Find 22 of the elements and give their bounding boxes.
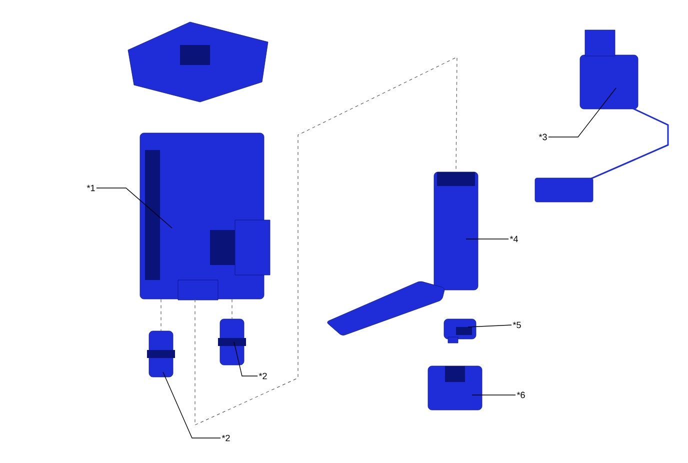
- leader-line: [96, 188, 172, 228]
- leader-line: [472, 394, 516, 396]
- callout-number: *6: [516, 392, 525, 398]
- callout-number: *1: [86, 184, 95, 192]
- fuel-sender-gauge-drawing: [534, 30, 669, 202]
- leader-line: [466, 238, 509, 240]
- callout-number: *2: [258, 372, 267, 380]
- fuel-pump-drawing: [327, 172, 478, 336]
- leader-line: [548, 88, 616, 138]
- connector-drawing: [147, 330, 175, 378]
- callout-number: *5: [512, 322, 521, 328]
- leader-line: [468, 324, 512, 328]
- callout-number: *4: [510, 236, 518, 242]
- pump-cup-drawing: [428, 366, 482, 410]
- assembly-line: [160, 298, 162, 332]
- small-part-drawing: [444, 318, 476, 344]
- assembly-line: [194, 56, 458, 426]
- pump-housing-drawing: [140, 132, 270, 300]
- leader-line: [162, 372, 221, 438]
- leader-line: [234, 342, 258, 376]
- connector-drawing: [218, 318, 246, 366]
- callout-number: *2: [222, 434, 230, 442]
